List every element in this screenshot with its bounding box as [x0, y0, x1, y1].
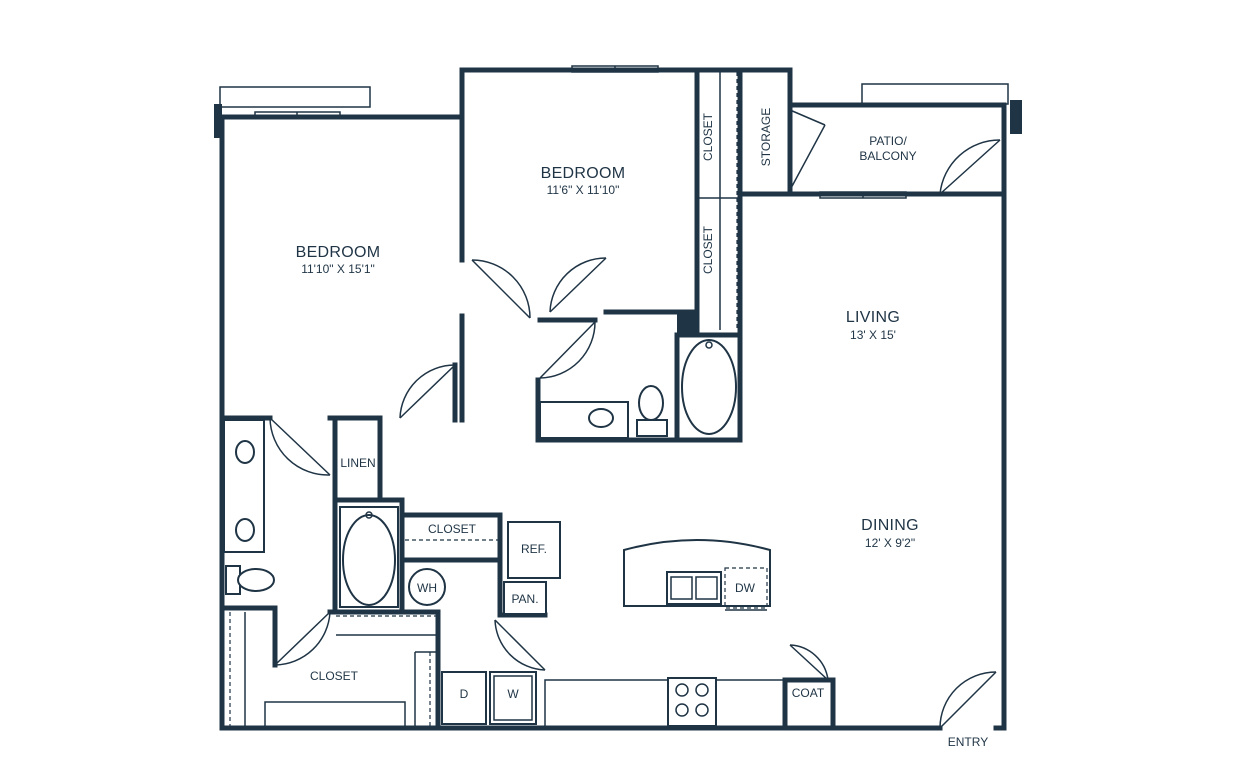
refrigerator-label: REF. — [521, 542, 547, 556]
fixtures — [223, 339, 771, 727]
patio-label-line1: PATIO/ — [869, 134, 907, 148]
closet-master-label: CLOSET — [310, 669, 359, 683]
bedroom1-name: BEDROOM — [296, 244, 381, 261]
dishwasher-label: DW — [735, 581, 756, 595]
room-labels: BEDROOM 11'10" X 15'1" BEDROOM 11'6" X 1… — [296, 165, 919, 550]
linen-label: LINEN — [340, 456, 375, 470]
dining-name: DINING — [861, 517, 919, 534]
pantry-label: PAN. — [511, 592, 538, 606]
dryer-label: D — [460, 687, 469, 701]
coat-closet-label: COAT — [792, 686, 825, 700]
doors — [269, 109, 1001, 729]
living-dims: 13' X 15' — [850, 328, 896, 342]
closet-hall-label: CLOSET — [428, 522, 477, 536]
closet-lower-label: CLOSET — [701, 225, 715, 274]
closet-shelves — [229, 72, 740, 729]
living-name: LIVING — [846, 309, 900, 326]
bedroom1-dims: 11'10" X 15'1" — [301, 262, 375, 276]
water-heater-label: WH — [417, 581, 437, 595]
fixture-labels: CLOSET CLOSET STORAGE PATIO/ BALCONY LIN… — [310, 108, 988, 749]
bedroom2-dims: 11'6" X 11'10" — [547, 183, 620, 197]
bedroom2-name: BEDROOM — [541, 165, 626, 182]
closet-upper-label: CLOSET — [701, 112, 715, 161]
storage-label: STORAGE — [759, 108, 773, 166]
wall-column — [677, 312, 697, 335]
patio-label-line2: BALCONY — [859, 149, 916, 163]
entry-label: ENTRY — [948, 735, 988, 749]
washer-label: W — [507, 687, 519, 701]
dining-dims: 12' X 9'2" — [865, 536, 915, 550]
